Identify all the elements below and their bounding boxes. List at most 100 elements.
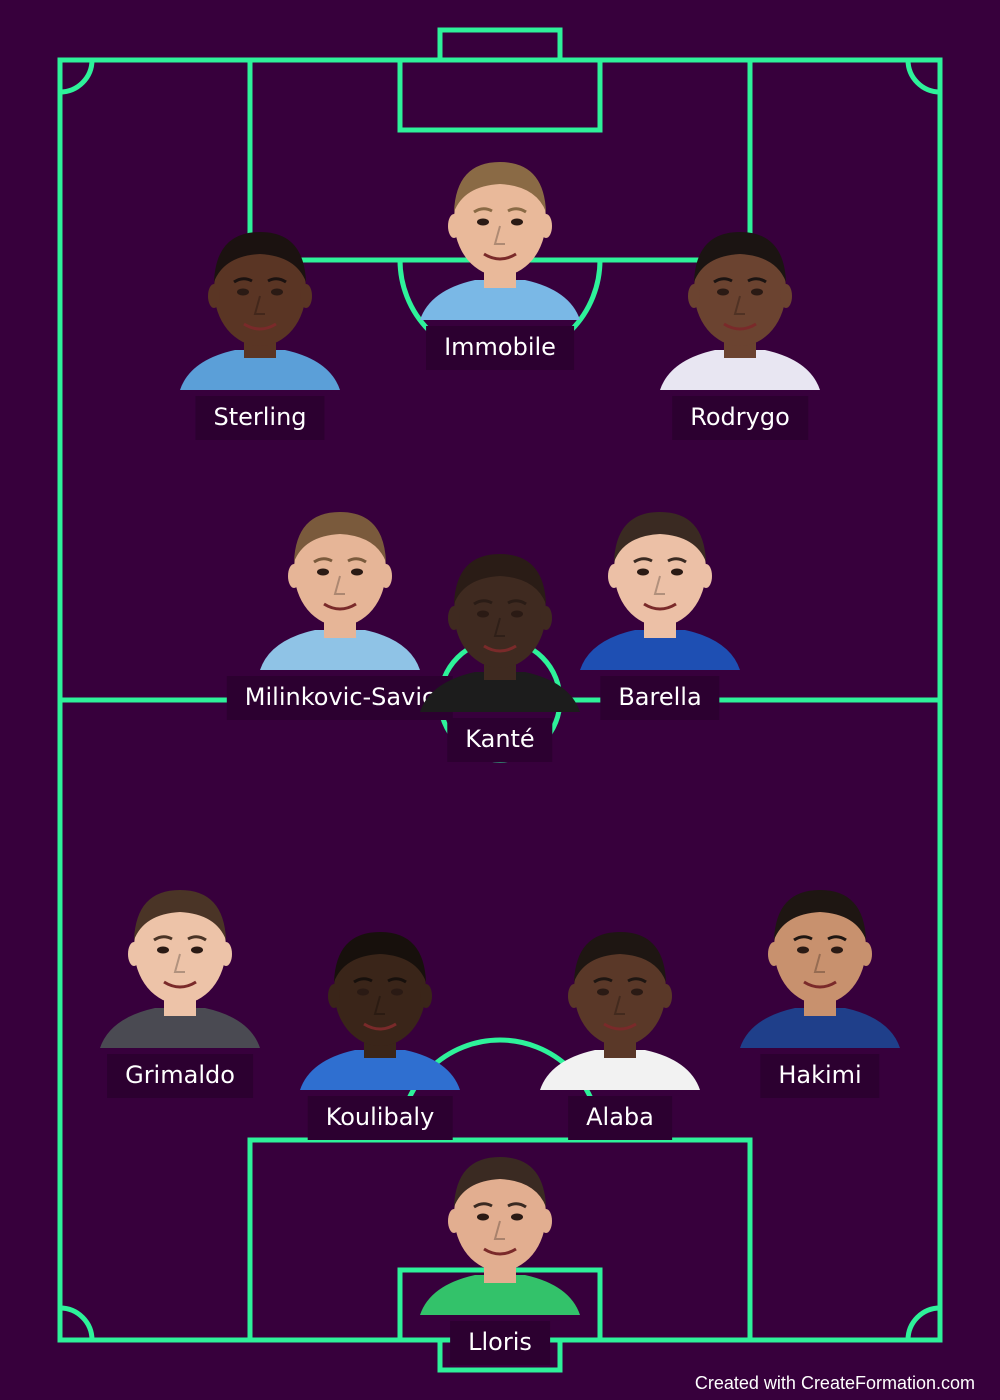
player-card-milinkovic[interactable]: Milinkovic-Savic	[226, 490, 454, 720]
left-eye	[597, 988, 609, 996]
mouth	[483, 252, 517, 261]
left-eye	[357, 988, 369, 996]
player-name-label: Rodrygo	[672, 396, 808, 440]
player-photo	[420, 554, 580, 712]
face	[454, 1159, 546, 1271]
face	[214, 234, 306, 346]
player-photo	[740, 890, 900, 1048]
player-name-label: Milinkovic-Savic	[226, 676, 454, 720]
player-card-lloris[interactable]: Lloris	[420, 1135, 580, 1365]
player-card-alaba[interactable]: Alaba	[540, 910, 700, 1140]
right-eye	[391, 988, 403, 996]
player-name-label: Koulibaly	[307, 1096, 453, 1140]
face	[574, 934, 666, 1046]
right-eye	[671, 568, 683, 576]
corner-arc-top-right	[905, 59, 941, 95]
player-photo	[100, 890, 260, 1048]
player-card-grimaldo[interactable]: Grimaldo	[100, 868, 260, 1098]
hair	[454, 162, 546, 212]
player-name-label: Sterling	[195, 396, 325, 440]
footer-credit[interactable]: Created with CreateFormation.com	[694, 1373, 975, 1393]
left-eye	[637, 568, 649, 576]
right-brow	[267, 277, 287, 284]
left-eye	[477, 218, 489, 226]
left-brow	[713, 277, 733, 284]
left-ear	[448, 606, 460, 630]
player-card-rodrygo[interactable]: Rodrygo	[660, 210, 820, 440]
face	[334, 934, 426, 1046]
shirt	[100, 1008, 260, 1048]
right-eye	[511, 1213, 523, 1221]
right-brow	[747, 277, 767, 284]
player-name-label: Immobile	[426, 326, 574, 370]
nose	[253, 295, 265, 315]
left-ear	[208, 284, 220, 308]
right-ear	[420, 984, 432, 1008]
mouth	[483, 644, 517, 653]
left-brow	[313, 557, 333, 564]
left-eye	[237, 288, 249, 296]
player-photo	[300, 932, 460, 1090]
right-ear	[660, 984, 672, 1008]
left-ear	[688, 284, 700, 308]
nose	[333, 575, 345, 595]
nose	[813, 953, 825, 973]
right-ear	[540, 1209, 552, 1233]
left-ear	[328, 984, 340, 1008]
left-eye	[477, 1213, 489, 1221]
shirt	[180, 350, 340, 390]
shirt	[420, 672, 580, 712]
player-name-label: Lloris	[450, 1321, 550, 1365]
right-eye	[351, 568, 363, 576]
right-eye	[511, 610, 523, 618]
player-card-kante[interactable]: Kanté	[420, 532, 580, 762]
player-card-koulibaly[interactable]: Koulibaly	[300, 910, 460, 1140]
mouth	[803, 980, 837, 989]
player-name-label: Kanté	[447, 718, 553, 762]
left-ear	[568, 984, 580, 1008]
left-ear	[448, 214, 460, 238]
left-brow	[473, 1202, 493, 1209]
left-ear	[608, 564, 620, 588]
right-eye	[191, 946, 203, 954]
left-brow	[633, 557, 653, 564]
left-ear	[768, 942, 780, 966]
player-card-barella[interactable]: Barella	[580, 490, 740, 720]
face	[694, 234, 786, 346]
shirt	[580, 630, 740, 670]
left-ear	[448, 1209, 460, 1233]
left-brow	[353, 977, 373, 984]
right-ear	[540, 214, 552, 238]
mouth	[603, 1022, 637, 1031]
left-brow	[593, 977, 613, 984]
hair	[134, 890, 226, 940]
face	[454, 556, 546, 668]
right-brow	[507, 207, 527, 214]
right-eye	[631, 988, 643, 996]
nose	[653, 575, 665, 595]
right-eye	[831, 946, 843, 954]
left-eye	[317, 568, 329, 576]
player-card-sterling[interactable]: Sterling	[180, 210, 340, 440]
nose	[493, 1220, 505, 1240]
hair	[454, 1157, 546, 1207]
right-brow	[667, 557, 687, 564]
player-photo	[180, 232, 340, 390]
left-brow	[153, 935, 173, 942]
right-brow	[507, 599, 527, 606]
right-ear	[380, 564, 392, 588]
player-card-immobile[interactable]: Immobile	[420, 140, 580, 370]
right-brow	[507, 1202, 527, 1209]
player-name-label: Alaba	[568, 1096, 672, 1140]
right-brow	[827, 935, 847, 942]
player-card-hakimi[interactable]: Hakimi	[740, 868, 900, 1098]
player-name-label: Hakimi	[760, 1054, 880, 1098]
right-eye	[271, 288, 283, 296]
shirt	[540, 1050, 700, 1090]
left-brow	[233, 277, 253, 284]
shirt	[740, 1008, 900, 1048]
nose	[373, 995, 385, 1015]
hair	[694, 232, 786, 282]
left-eye	[797, 946, 809, 954]
top-six-yard-box	[397, 57, 603, 133]
